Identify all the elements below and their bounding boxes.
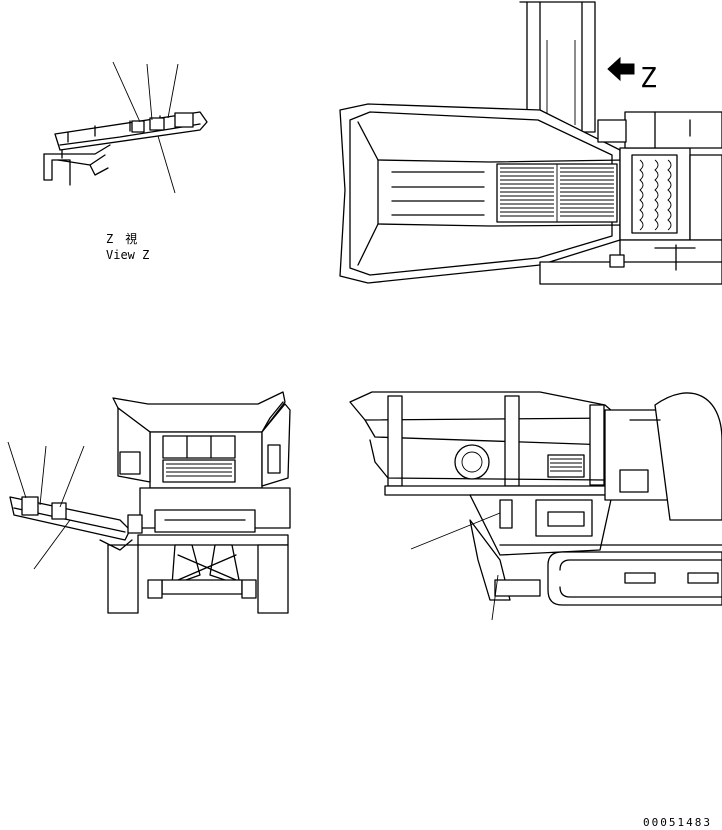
- front-view-machine: [7, 391, 291, 614]
- view-z-arrow-label: Z: [640, 61, 657, 94]
- view-z-conveyor: [43, 61, 208, 194]
- front-grille: [162, 459, 236, 483]
- view-z-label-en: View Z: [106, 248, 149, 262]
- top-view-machine: [339, 1, 722, 285]
- drawing-number: 00051483: [643, 816, 712, 829]
- side-view-machine: [349, 391, 722, 621]
- grille-panel: [496, 163, 618, 223]
- left-arrow-icon: [607, 56, 635, 82]
- view-z-arrow: Z: [607, 56, 657, 94]
- view-z-label-jp: Z 視: [106, 231, 137, 246]
